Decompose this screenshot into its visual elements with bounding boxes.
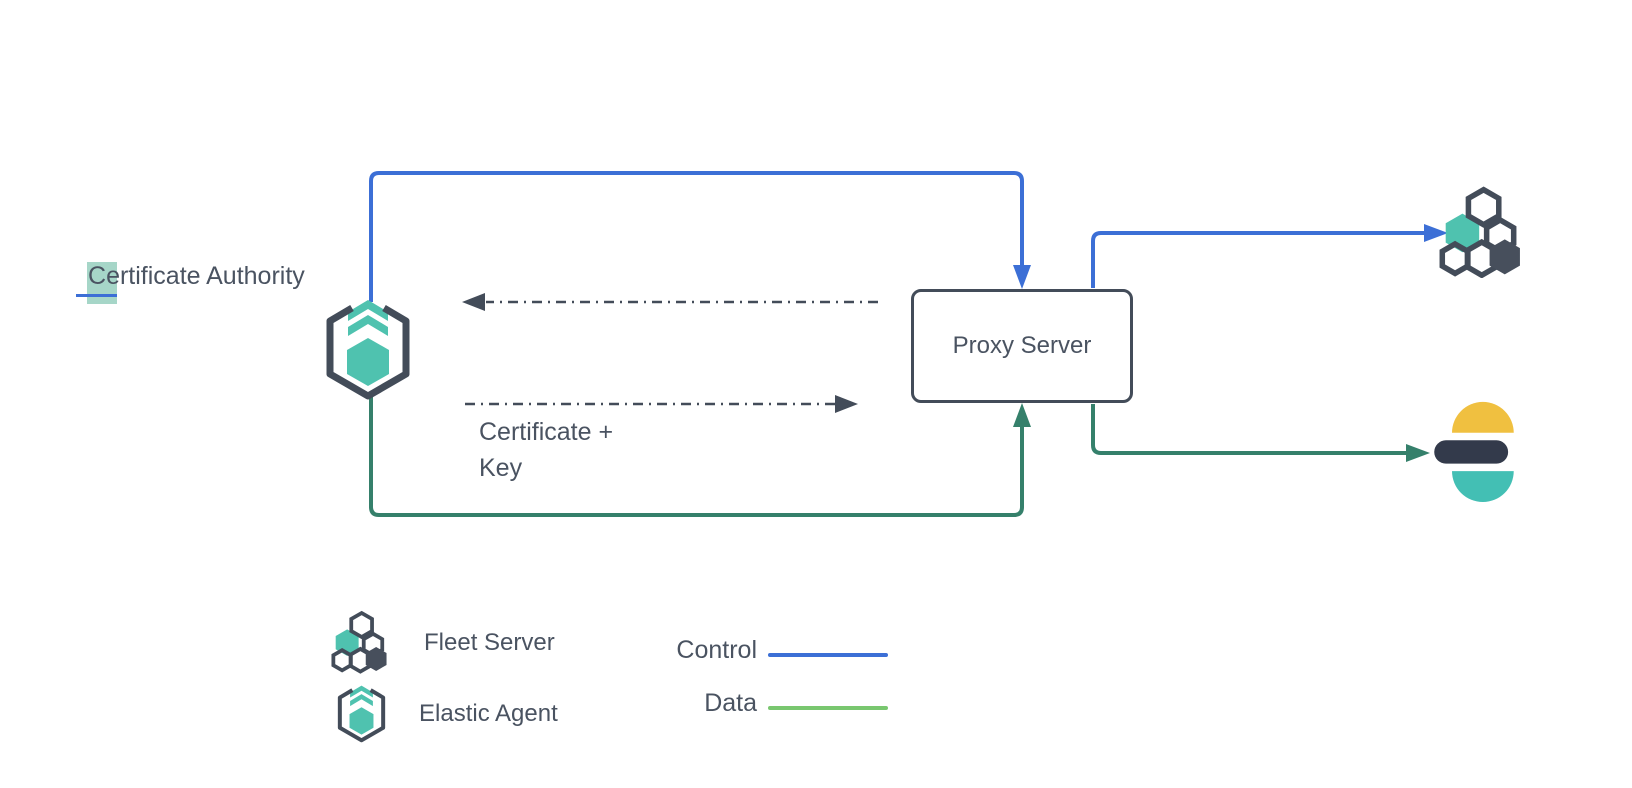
data-arrow-into-elasticsearch bbox=[1406, 444, 1430, 462]
elastic-agent-icon bbox=[318, 296, 418, 402]
control-path-proxy-to-fleet bbox=[1091, 231, 1426, 288]
legend-elastic-agent-icon bbox=[333, 683, 390, 744]
edit-cursor-underline bbox=[76, 294, 117, 297]
highlighted-char: C bbox=[88, 262, 107, 290]
text-selection-highlight bbox=[87, 262, 117, 304]
label-rest: ertificate Authority bbox=[106, 262, 305, 290]
certificate-authority-text: Certificate Authority bbox=[88, 260, 305, 292]
cert-response-arrowhead bbox=[835, 395, 858, 413]
control-arrow-into-proxy bbox=[1013, 265, 1031, 289]
control-arrow-into-fleet bbox=[1424, 224, 1448, 242]
legend-fleet-server-icon bbox=[327, 610, 390, 674]
proxy-server-label: Proxy Server bbox=[952, 332, 1092, 359]
legend-control-label: Control bbox=[676, 636, 757, 664]
certificate-key-annotation: Certificate + Key bbox=[479, 414, 613, 486]
legend-data-label: Data bbox=[704, 689, 757, 717]
elasticsearch-icon bbox=[1434, 401, 1528, 502]
cert-request-arrowhead bbox=[462, 293, 485, 311]
legend-fleet-server-label: Fleet Server bbox=[424, 629, 555, 656]
certificate-key-line1: Certificate + bbox=[479, 418, 614, 446]
data-path-proxy-to-elasticsearch bbox=[1091, 404, 1408, 455]
legend-elastic-agent-label: Elastic Agent bbox=[419, 700, 558, 727]
certificate-authority-label[interactable]: Certificate Authority bbox=[74, 252, 374, 308]
legend-data-line bbox=[768, 706, 888, 710]
data-arrow-into-proxy bbox=[1013, 403, 1031, 427]
control-path-agent-to-proxy bbox=[369, 171, 1024, 302]
legend-control-line bbox=[768, 653, 888, 657]
proxy-server-node: Proxy Server bbox=[911, 289, 1133, 403]
data-path-agent-to-proxy bbox=[369, 396, 1024, 517]
fleet-server-icon bbox=[1433, 186, 1525, 278]
certificate-key-line2: Key bbox=[479, 454, 523, 482]
